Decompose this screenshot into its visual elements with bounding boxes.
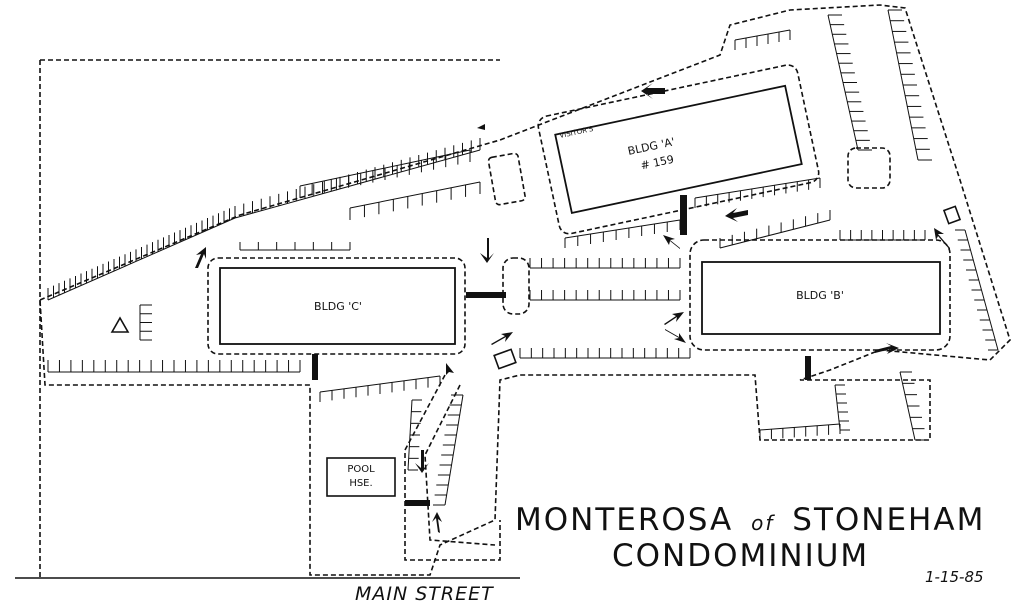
building-b xyxy=(701,261,941,335)
title-line-1: MONTEROSA of STONEHAM xyxy=(515,502,985,538)
arrow-icon xyxy=(663,235,680,249)
stall-row-line xyxy=(834,384,841,431)
utility-box xyxy=(942,205,962,225)
arrow-icon xyxy=(446,363,455,384)
building-a-drive xyxy=(537,64,820,235)
arrow-icon xyxy=(725,208,748,222)
stall-row-line xyxy=(444,394,464,506)
pool-house xyxy=(326,457,396,497)
parking-stalls xyxy=(47,9,999,506)
arrow-icon xyxy=(934,228,950,250)
pool-house-label-2: HSE. xyxy=(349,478,372,489)
stall-row-line xyxy=(349,181,481,209)
property-boundary xyxy=(39,4,1011,576)
stall-row-line xyxy=(759,423,841,431)
triangle-marker-icon xyxy=(110,316,130,333)
building-b-label: BLDG 'B' xyxy=(796,289,844,302)
entrance-drive xyxy=(404,374,501,561)
arrow-icon xyxy=(491,332,513,345)
title-line-2: CONDOMINIUM xyxy=(612,538,869,574)
date-label: 1-15-85 xyxy=(925,568,984,586)
arrow-icon xyxy=(641,83,665,99)
title-part-of: of xyxy=(751,511,775,535)
street-label: MAIN STREET xyxy=(355,583,494,605)
building-a xyxy=(554,84,803,214)
title-part-a: MONTEROSA xyxy=(515,502,733,538)
center-island xyxy=(502,257,530,315)
stall-row-line xyxy=(564,219,681,239)
building-c-label: BLDG 'C' xyxy=(314,300,362,313)
arrow-icon xyxy=(665,329,686,343)
drive-marker xyxy=(312,354,318,380)
north-island xyxy=(847,147,891,189)
stall-row-line xyxy=(719,219,831,249)
arrow-icon xyxy=(477,124,485,130)
title-part-b: STONEHAM xyxy=(792,502,985,538)
parking-island xyxy=(487,152,526,206)
building-c xyxy=(219,267,456,345)
pool-house-label-1: POOL xyxy=(347,464,375,475)
arrow-icon xyxy=(432,512,442,533)
entrance-drive-inner xyxy=(424,384,496,546)
stall-row-line xyxy=(694,177,821,199)
arrow-icon xyxy=(480,238,494,263)
building-c-drive xyxy=(207,257,466,355)
drive-marker xyxy=(680,195,687,235)
building-b-drive xyxy=(689,239,951,351)
drive-marker xyxy=(405,500,430,506)
drive-marker xyxy=(466,292,506,298)
traffic-arrows xyxy=(195,83,950,533)
arrow-icon xyxy=(415,450,429,473)
stall-row-line xyxy=(734,29,791,41)
arrow-icon xyxy=(195,247,206,268)
arrow-icon xyxy=(664,312,684,325)
drive-marker xyxy=(805,356,811,380)
arrow-icon xyxy=(875,343,899,354)
utility-box xyxy=(493,348,517,370)
